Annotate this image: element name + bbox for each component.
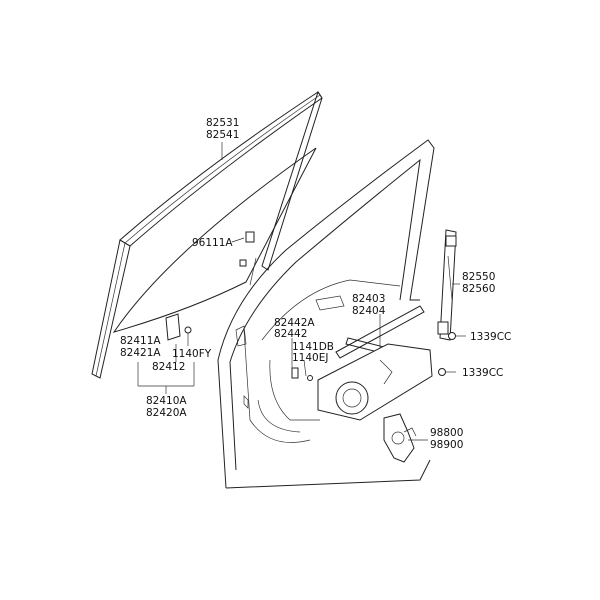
label-1339CC-lower: 1339CC [462,367,503,379]
door-frame [217,139,435,489]
label-82411A: 82411A [120,335,161,347]
glass-run-channel [91,90,323,379]
label-98900: 98900 [430,439,463,451]
glass-holder-bracket [165,313,192,346]
label-82420A: 82420A [146,407,187,419]
rear-channel [437,229,457,341]
label-82560: 82560 [462,283,495,295]
label-82541: 82541 [206,129,239,141]
label-82412: 82412 [152,361,185,373]
door-glass [112,147,317,333]
bolt-1339CC-upper [448,332,456,340]
label-82531: 82531 [206,117,239,129]
label-82403: 82403 [352,293,385,305]
label-82442A: 82442A [274,317,315,329]
window-regulator [291,305,433,421]
label-1141DB: 1141DB [292,341,334,353]
label-82421A: 82421A [120,347,161,359]
bolt-1339CC-lower [438,368,446,376]
label-82404: 82404 [352,305,386,317]
label-98800: 98800 [430,427,463,439]
clip-96111A [239,231,255,267]
label-82442: 82442 [274,328,307,340]
leader-lines [137,142,466,441]
label-1140FY: 1140FY [172,348,212,360]
label-82550: 82550 [462,271,495,283]
label-96111A: 96111A [192,237,233,249]
label-1339CC-upper: 1339CC [470,331,511,343]
regulator-motor [383,413,417,463]
label-82410A: 82410A [146,395,187,407]
label-1140EJ: 1140EJ [292,352,328,364]
